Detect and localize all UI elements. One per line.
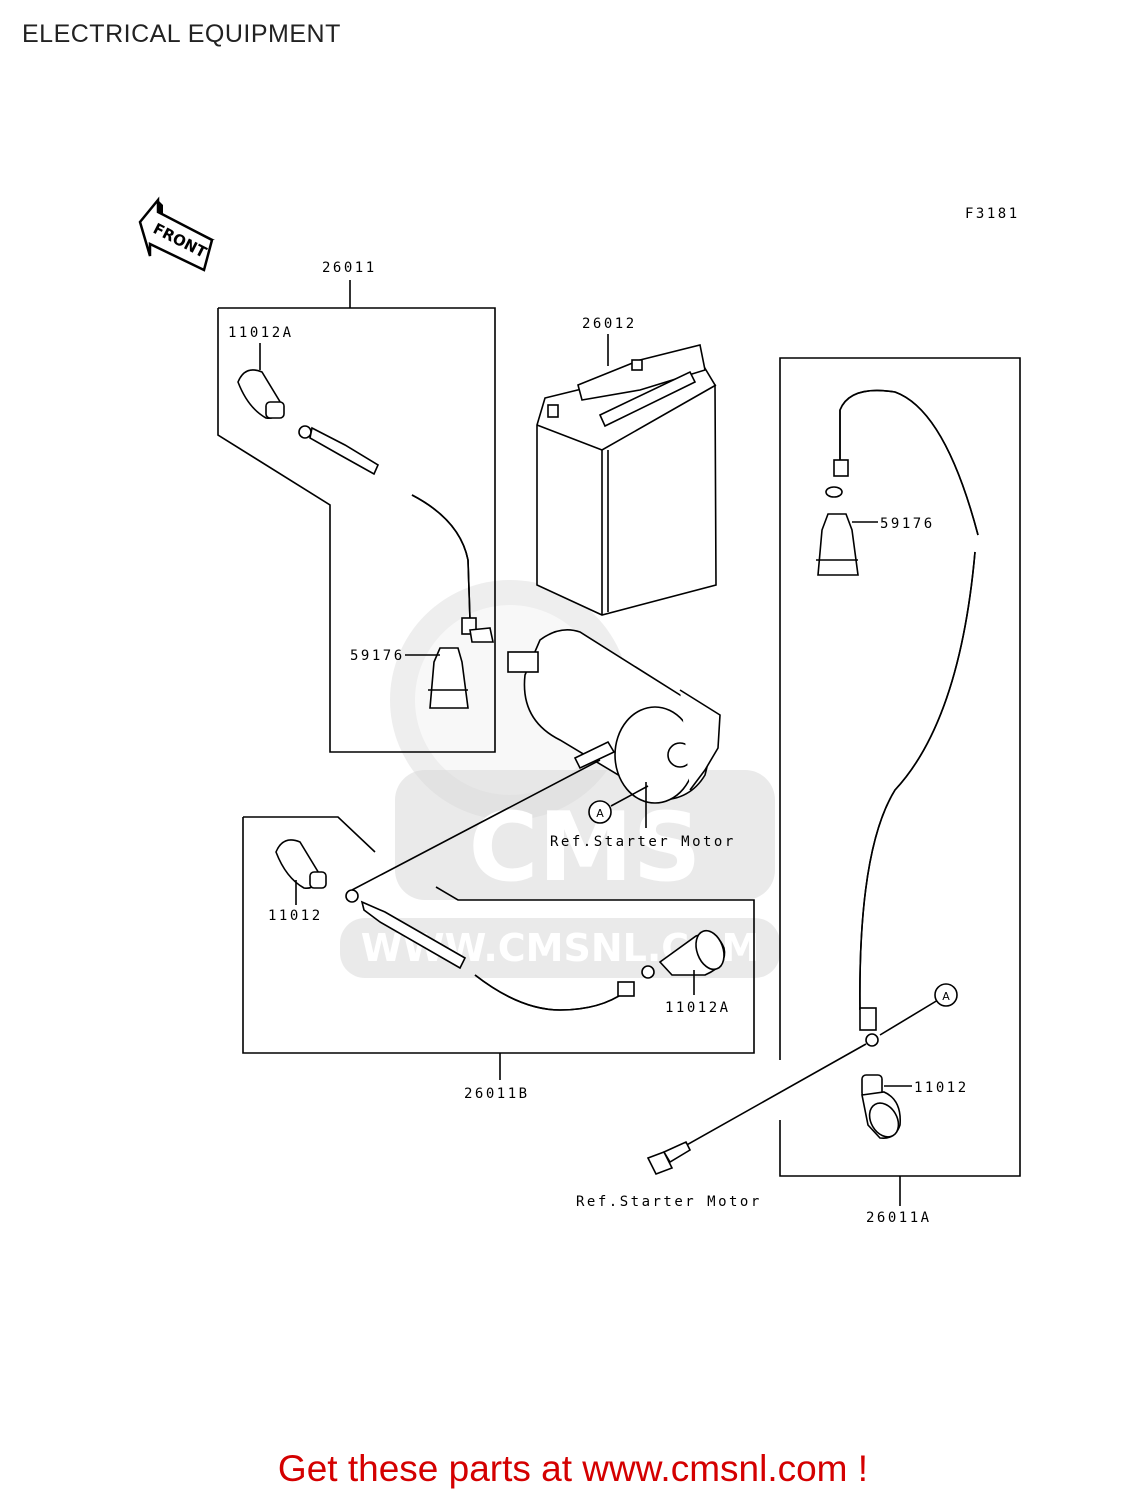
callout-26012: 26012 [582, 316, 637, 332]
callout-59176-right: 59176 [880, 516, 935, 532]
group-26011A: 26011A 59176 A Ref.Starter Motor 11012 [576, 357, 1021, 1226]
battery-26012: 26012 [536, 316, 717, 616]
callout-11012-right: 11012 [914, 1080, 969, 1096]
group-26011: 26011 11012A 59176 [217, 260, 496, 753]
marker-a-2: A [942, 990, 950, 1003]
group-26011B: 26011B 11012 11012A [242, 759, 755, 1102]
ref-starter-motor-1: Ref.Starter Motor [550, 834, 736, 850]
figure-code: F3181 [965, 206, 1020, 222]
callout-11012A-top: 11012A [228, 325, 294, 341]
callout-26011: 26011 [322, 260, 377, 276]
watermark-logo-text: CMS [469, 793, 702, 903]
callout-26011B: 26011B [464, 1086, 530, 1102]
starter-motor: A Ref.Starter Motor [507, 629, 736, 850]
callout-59176-left: 59176 [350, 648, 405, 664]
ref-starter-motor-2: Ref.Starter Motor [576, 1194, 762, 1210]
callout-11012A-bottom: 11012A [665, 1000, 731, 1016]
marker-a-1: A [596, 807, 604, 820]
callout-11012-left: 11012 [268, 908, 323, 924]
page-title: ELECTRICAL EQUIPMENT [22, 20, 341, 48]
callout-26011A: 26011A [866, 1210, 932, 1226]
footer-cta-link[interactable]: Get these parts at www.cmsnl.com ! [277, 1448, 869, 1489]
front-arrow-icon: FRONT [138, 196, 215, 272]
